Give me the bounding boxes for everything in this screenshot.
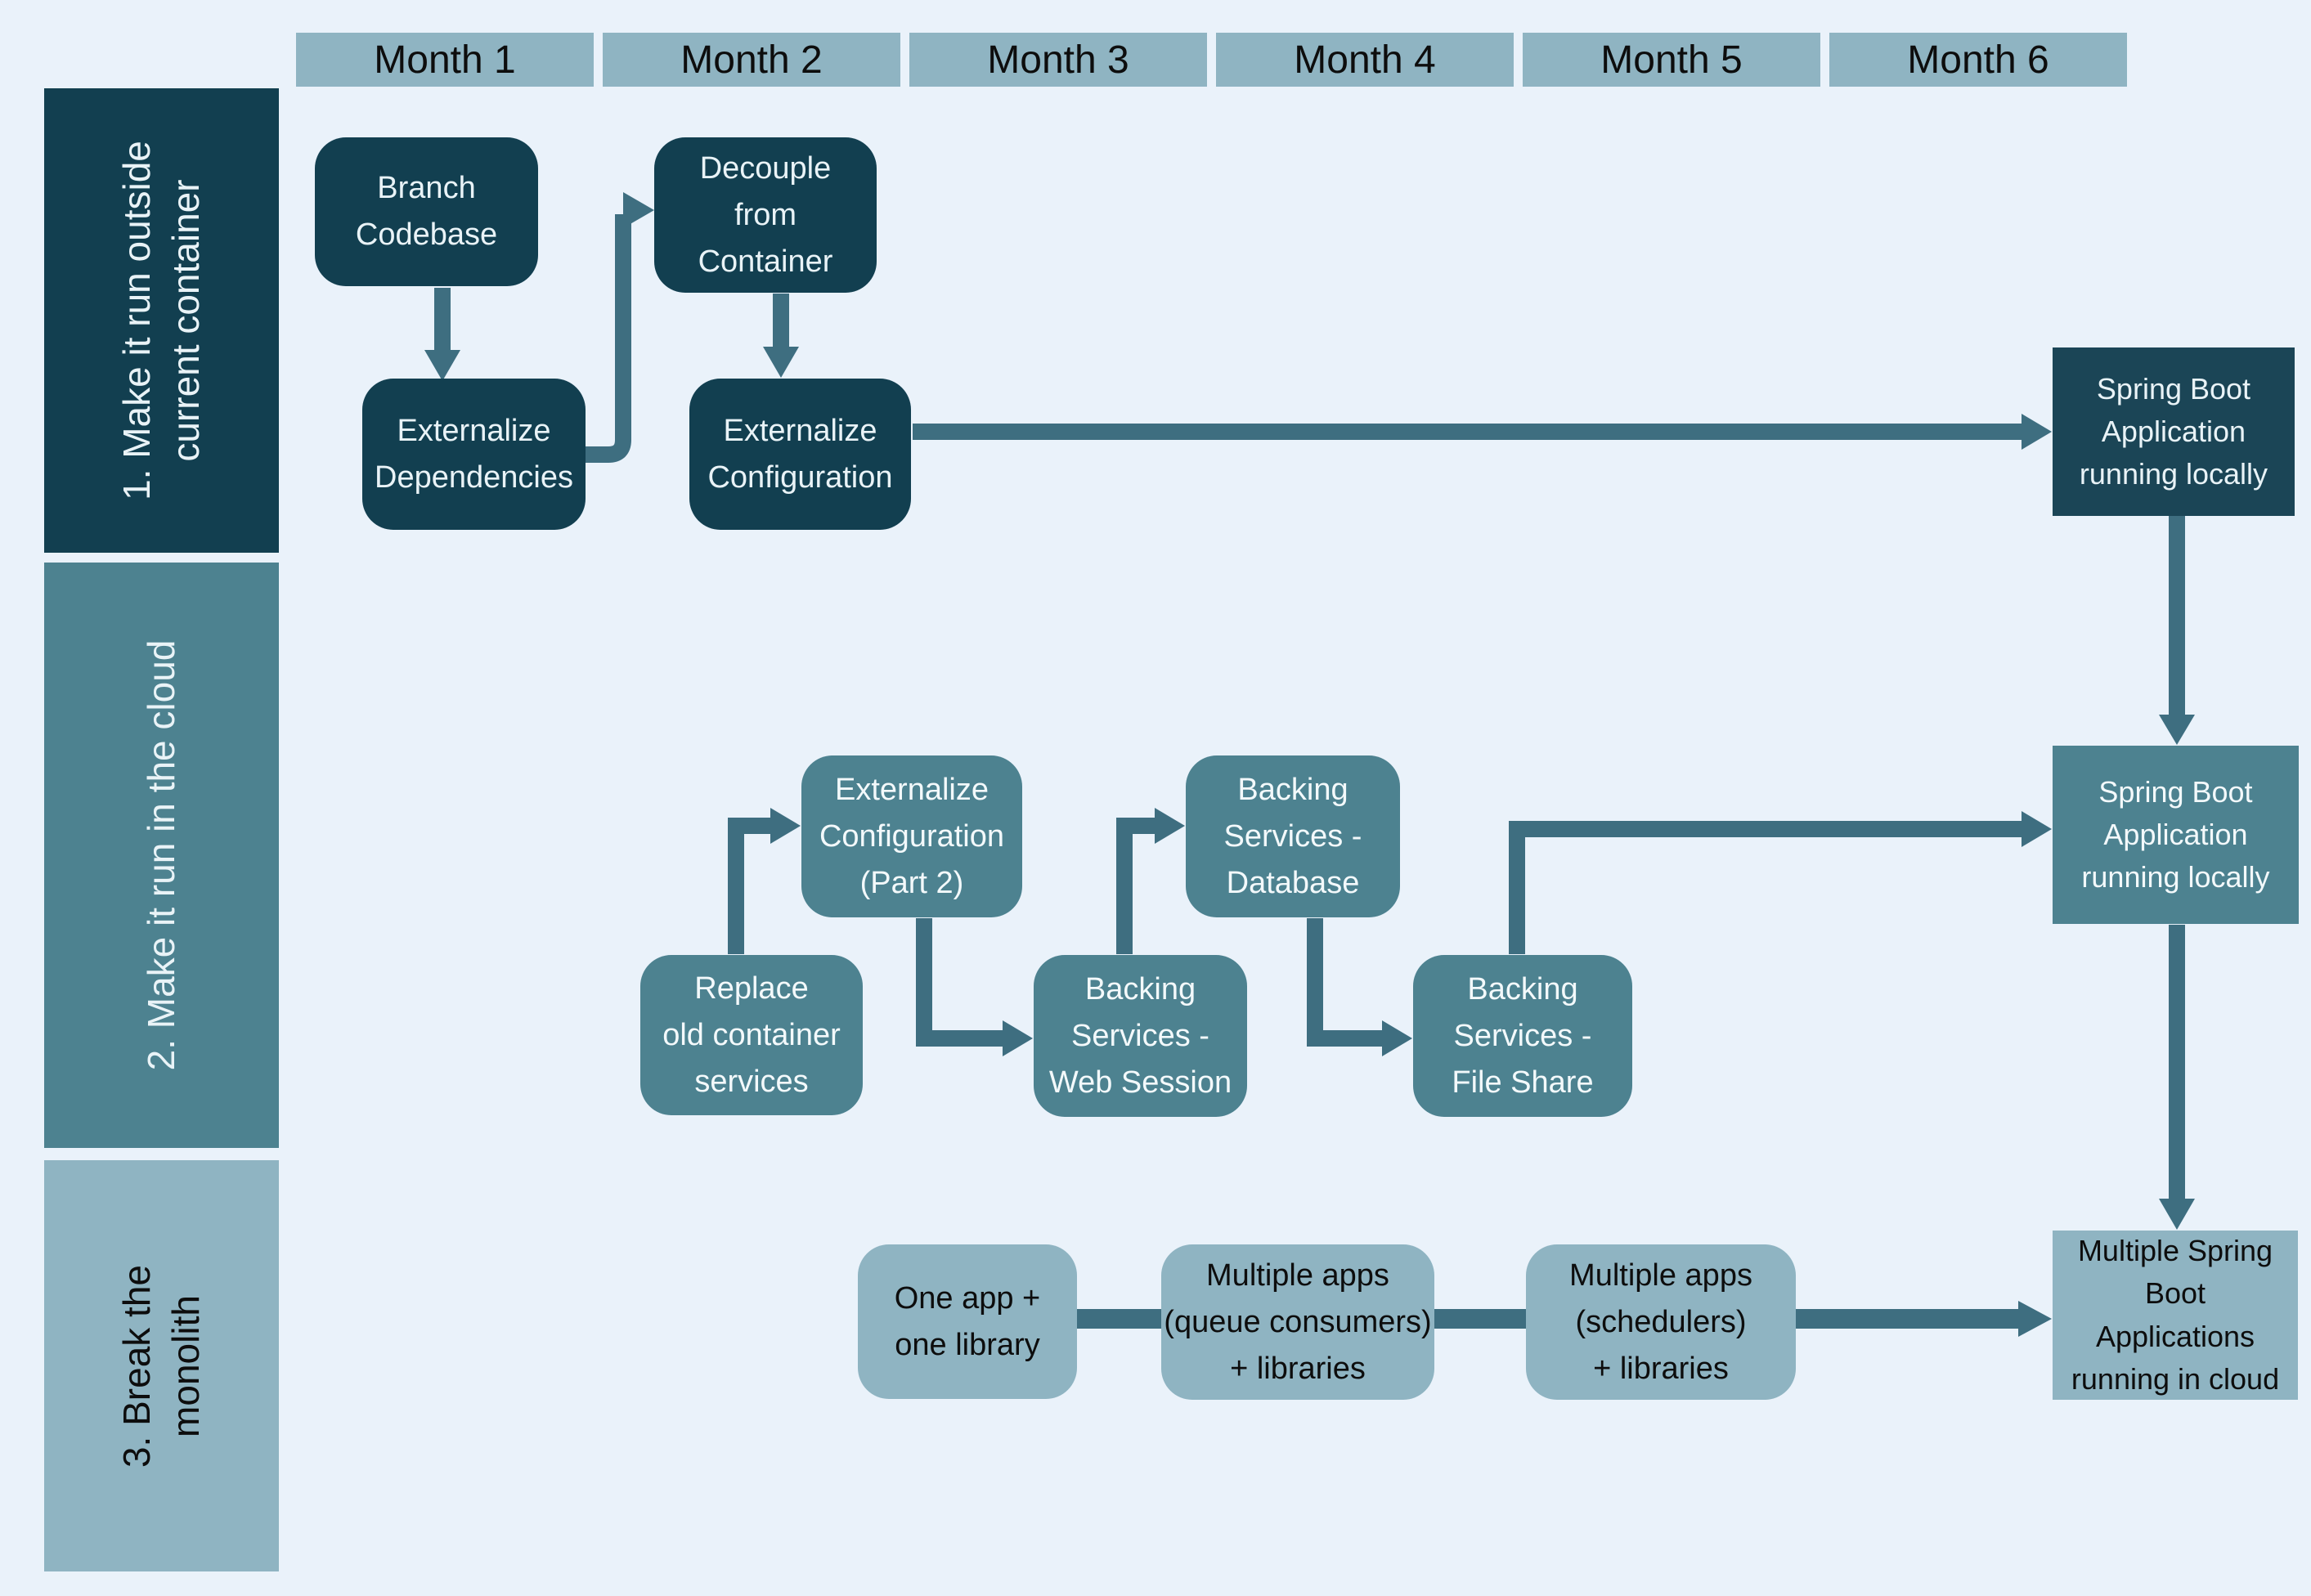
task-box-label: Decouple from Container [698, 150, 833, 279]
milestone-box-spring-boot-local-1: Spring Boot Application running locally [2053, 347, 2295, 516]
month-header-6: Month 6 [1829, 33, 2127, 87]
task-box-label: Externalize Dependencies [375, 413, 573, 495]
month-header-4: Month 4 [1216, 33, 1514, 87]
milestone-box-spring-boot-local-2: Spring Boot Application running locally [2053, 746, 2299, 924]
milestone-box-label: Spring Boot Application running locally [2081, 774, 2270, 894]
arrow-extdeps-to-decouple [586, 192, 654, 463]
task-box-branch-codebase: Branch Codebase [315, 137, 538, 286]
task-box-one-app-one-library: One app + one library [858, 1244, 1077, 1399]
milestone-box-multiple-spring-boot-cloud: Multiple Spring Boot Applications runnin… [2053, 1231, 2298, 1400]
task-box-replace-old-container-services: Replace old container services [640, 955, 863, 1115]
arrow-branch-to-extdeps [424, 288, 460, 381]
phase-band-3: 3. Break the monolith [44, 1160, 279, 1571]
arrow-schedulers-to-cloud [1795, 1301, 2052, 1337]
phase-3-label: 3. Break the monolith [114, 1264, 207, 1468]
task-box-externalize-configuration: Externalize Configuration [689, 379, 911, 530]
task-box-backing-web-session: Backing Services - Web Session [1034, 955, 1247, 1117]
arrow-websession-to-database [1116, 808, 1185, 954]
arrow-fileshare-to-springboot2 [1509, 811, 2052, 954]
arrow-decouple-to-extconfig [763, 294, 799, 378]
task-box-decouple-from-container: Decouple from Container [654, 137, 877, 293]
task-box-label: Multiple apps (schedulers) + libraries [1569, 1258, 1752, 1386]
month-header-3: Month 3 [909, 33, 1207, 87]
task-box-externalize-dependencies: Externalize Dependencies [362, 379, 586, 530]
task-box-label: Externalize Configuration [707, 413, 893, 495]
task-box-label: Branch Codebase [355, 171, 498, 252]
phase-band-2: 2. Make it run in the cloud [44, 563, 279, 1148]
arrow-springboot2-to-cloud [2159, 925, 2195, 1230]
arrow-extconfig-to-springboot1 [913, 414, 2052, 450]
month-header-1: Month 1 [296, 33, 594, 87]
task-box-label: Replace old container services [662, 971, 841, 1099]
milestone-box-label: Spring Boot Application running locally [2079, 371, 2268, 491]
task-box-backing-database: Backing Services - Database [1186, 755, 1400, 917]
arrow-database-to-fileshare [1307, 918, 1412, 1056]
task-box-label: Backing Services - File Share [1452, 971, 1594, 1100]
task-box-label: Externalize Configuration (Part 2) [819, 772, 1005, 900]
arrow-extconfig2-to-websession [916, 918, 1033, 1056]
arrow-replace-to-extconfig2 [728, 808, 801, 954]
task-box-label: Backing Services - Web Session [1048, 971, 1232, 1100]
task-box-label: Backing Services - Database [1223, 772, 1362, 900]
month-header-5: Month 5 [1523, 33, 1820, 87]
milestone-box-label: Multiple Spring Boot Applications runnin… [2071, 1234, 2280, 1396]
task-box-backing-file-share: Backing Services - File Share [1413, 955, 1632, 1117]
task-box-label: One app + one library [894, 1280, 1041, 1362]
task-box-multiple-apps-queue-consumers: Multiple apps (queue consumers) + librar… [1161, 1244, 1434, 1400]
task-box-label: Multiple apps (queue consumers) + librar… [1164, 1258, 1432, 1386]
task-box-externalize-configuration-part2: Externalize Configuration (Part 2) [801, 755, 1022, 917]
phase-1-label: 1. Make it run outside current container [114, 141, 207, 500]
arrow-springboot1-to-springboot2 [2159, 516, 2195, 745]
month-header-2: Month 2 [603, 33, 900, 87]
phase-2-label: 2. Make it run in the cloud [139, 639, 182, 1071]
phase-band-1: 1. Make it run outside current container [44, 88, 279, 553]
task-box-multiple-apps-schedulers: Multiple apps (schedulers) + libraries [1526, 1244, 1796, 1400]
